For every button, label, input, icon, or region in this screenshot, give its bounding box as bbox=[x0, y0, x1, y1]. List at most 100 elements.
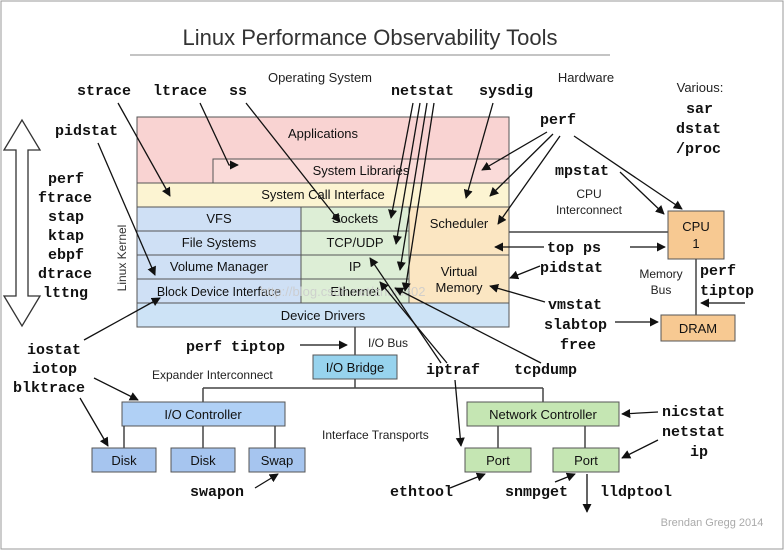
linux-kernel-label: Linux Kernel bbox=[115, 225, 129, 292]
tool-pidstat-left: pidstat bbox=[55, 123, 118, 140]
arrow-snmpget-port2 bbox=[554, 472, 576, 483]
tool-iotop: iotop bbox=[32, 361, 77, 378]
disk-1-label: Disk bbox=[111, 453, 137, 468]
swap-label: Swap bbox=[261, 453, 294, 468]
port-2-block bbox=[552, 447, 620, 473]
network-controller-block bbox=[466, 401, 620, 427]
arrow-perf-syscall bbox=[489, 133, 554, 197]
swap-block bbox=[248, 447, 306, 473]
io-controller-block bbox=[121, 401, 286, 427]
tool-free: free bbox=[560, 337, 596, 354]
tcp-udp-label: TCP/UDP bbox=[326, 235, 383, 250]
disk-2-block bbox=[170, 447, 236, 473]
diagram-title: Linux Performance Observability Tools bbox=[183, 25, 558, 50]
interface-transports-label: Interface Transports bbox=[322, 428, 429, 442]
arrow-netstat-ethernet bbox=[401, 102, 435, 292]
io-controller-label: I/O Controller bbox=[164, 407, 242, 422]
arrow-iptraf-tcp bbox=[369, 257, 442, 364]
tool-perf-tiptop: perf tiptop bbox=[186, 339, 285, 356]
volume-manager-label: Volume Manager bbox=[170, 259, 269, 274]
tool-tcpdump: tcpdump bbox=[514, 362, 577, 379]
tool-ftrace: ftrace bbox=[38, 190, 92, 207]
dram-label: DRAM bbox=[679, 321, 717, 336]
arrow-perf-cpu bbox=[573, 135, 683, 210]
tool-perf-top: perf bbox=[540, 112, 576, 129]
tool-vmstat: vmstat bbox=[548, 297, 602, 314]
system-libraries-label: System Libraries bbox=[313, 163, 410, 178]
port-1-block bbox=[464, 447, 532, 473]
ip-block bbox=[300, 254, 410, 280]
arrow-iptraf-ip bbox=[379, 281, 448, 364]
cpu-interconnect-label-line1: CPU bbox=[576, 187, 601, 201]
expander-interconnect-label: Expander Interconnect bbox=[152, 368, 273, 382]
tool-ltrace: ltrace bbox=[153, 83, 207, 100]
arrow-vmstat-vm bbox=[489, 283, 546, 303]
hardware-label: Hardware bbox=[558, 70, 614, 85]
device-drivers-label: Device Drivers bbox=[281, 308, 366, 323]
dram-block bbox=[660, 314, 736, 342]
tool-dtrace: dtrace bbox=[38, 266, 92, 283]
sockets-label: Sockets bbox=[332, 211, 379, 226]
applications-label: Applications bbox=[288, 126, 359, 141]
block-device-interface-label: Block Device Interface bbox=[157, 285, 281, 299]
arrow-pidstat-vm bbox=[509, 265, 541, 280]
vfs-block bbox=[136, 206, 302, 232]
arrow-strace-syscall bbox=[117, 102, 171, 197]
arrow-perf-libraries bbox=[481, 131, 548, 171]
credit-text: Brendan Gregg 2014 bbox=[661, 517, 764, 529]
tool-perf-right: perf bbox=[700, 263, 736, 280]
system-call-interface-label: System Call Interface bbox=[261, 187, 385, 202]
cpu-label-line2: 1 bbox=[692, 236, 699, 251]
arrow-netstat-sockets bbox=[388, 102, 414, 219]
arrow-ltrace-libraries bbox=[199, 102, 239, 170]
arrow-netstat-port2 bbox=[621, 439, 659, 459]
arrow-perf-scheduler bbox=[497, 135, 561, 225]
tool-proc: /proc bbox=[676, 141, 721, 158]
cpu-interconnect-label-line2: Interconnect bbox=[556, 203, 623, 217]
various-heading: Various: bbox=[677, 80, 724, 95]
arrow-sysdig-syscall bbox=[463, 102, 494, 199]
scheduler-block bbox=[408, 206, 510, 256]
ip-label: IP bbox=[349, 259, 361, 274]
arrow-blktrace-disk bbox=[79, 397, 109, 447]
scheduler-label: Scheduler bbox=[430, 216, 489, 231]
arrow-iostat-blockdev bbox=[83, 297, 161, 341]
vfs-label: VFS bbox=[206, 211, 232, 226]
arrow-netstat-tcp bbox=[392, 102, 421, 245]
arrow-mpstat-cpu bbox=[619, 171, 665, 215]
cpu-block bbox=[667, 210, 725, 260]
tool-iostat: iostat bbox=[27, 342, 81, 359]
tool-sysdig: sysdig bbox=[479, 83, 533, 100]
tool-tiptop-right: tiptop bbox=[700, 283, 754, 300]
tool-strace: strace bbox=[77, 83, 131, 100]
tool-iptraf: iptraf bbox=[426, 362, 480, 379]
tool-lldptool: lldptool bbox=[600, 484, 672, 501]
tool-netstat: netstat bbox=[391, 83, 454, 100]
io-bus-label: I/O Bus bbox=[368, 336, 408, 350]
tool-slabtop: slabtop bbox=[544, 317, 607, 334]
tool-ss: ss bbox=[229, 83, 247, 100]
tool-stap: stap bbox=[48, 209, 84, 226]
kernel-span-double-arrow-icon bbox=[2, 118, 42, 328]
arrow-swapon-swap bbox=[254, 473, 279, 489]
tool-lttng: lttng bbox=[43, 285, 88, 302]
arrow-ethtool-port1 bbox=[449, 472, 486, 489]
system-libraries-block bbox=[212, 158, 510, 184]
arrow-ss-sockets bbox=[245, 102, 341, 223]
tool-perf-left: perf bbox=[48, 171, 84, 188]
disk-2-label: Disk bbox=[190, 453, 216, 468]
arrow-tcpdump-ethernet bbox=[394, 287, 542, 364]
virtual-memory-label-line1: Virtual bbox=[441, 264, 478, 279]
file-systems-label: File Systems bbox=[182, 235, 257, 250]
virtual-memory-label-line2: Memory bbox=[436, 280, 483, 295]
tool-ebpf: ebpf bbox=[48, 247, 84, 264]
tool-netstat-bottom: netstat bbox=[662, 424, 725, 441]
memory-bus-label-line1: Memory bbox=[639, 267, 682, 281]
tool-ip: ip bbox=[690, 444, 708, 461]
tool-ethtool: ethtool bbox=[390, 484, 453, 501]
arrow-netstat-ip bbox=[396, 102, 428, 271]
arrow-pidstat-volume bbox=[97, 142, 156, 276]
tool-swapon: swapon bbox=[190, 484, 244, 501]
